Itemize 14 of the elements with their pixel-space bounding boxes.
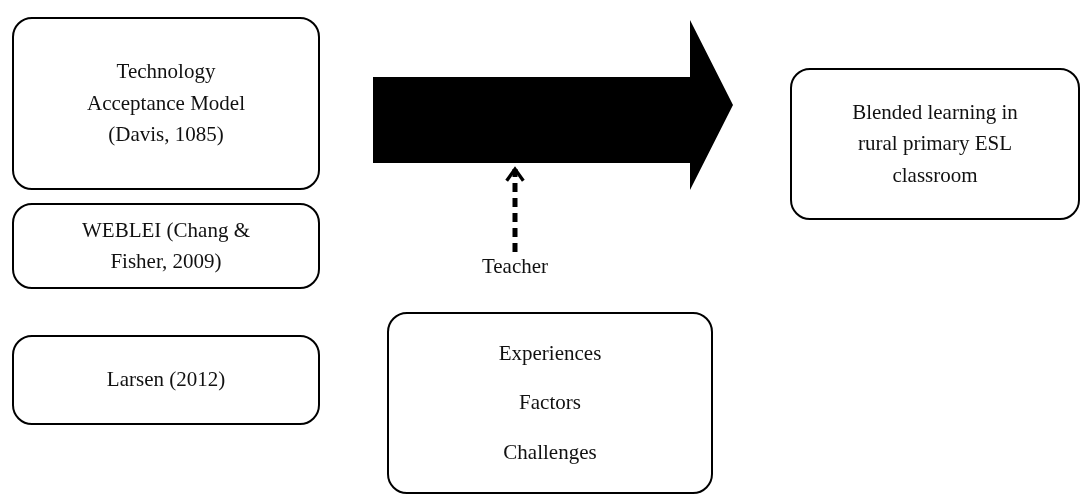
node-text: Factors [519, 389, 581, 417]
node-text: WEBLEI (Chang & Fisher, 2009) [81, 216, 251, 275]
node-text: Experiences [498, 339, 602, 367]
node-text: Technology Acceptance Model (Davis, 1085) [86, 58, 246, 149]
dashed-arrow [505, 167, 525, 252]
rounded-box [12, 203, 320, 289]
node-text: Larsen (2012) [106, 366, 226, 394]
rounded-box [12, 17, 320, 190]
rounded-box [12, 335, 320, 425]
node-text: Blended learning in rural primary ESL classroom [851, 98, 1019, 189]
rounded-box [790, 68, 1080, 220]
node-text: Teacher [481, 253, 549, 281]
rounded-box [387, 312, 713, 494]
node-text: Challenges [503, 438, 597, 466]
